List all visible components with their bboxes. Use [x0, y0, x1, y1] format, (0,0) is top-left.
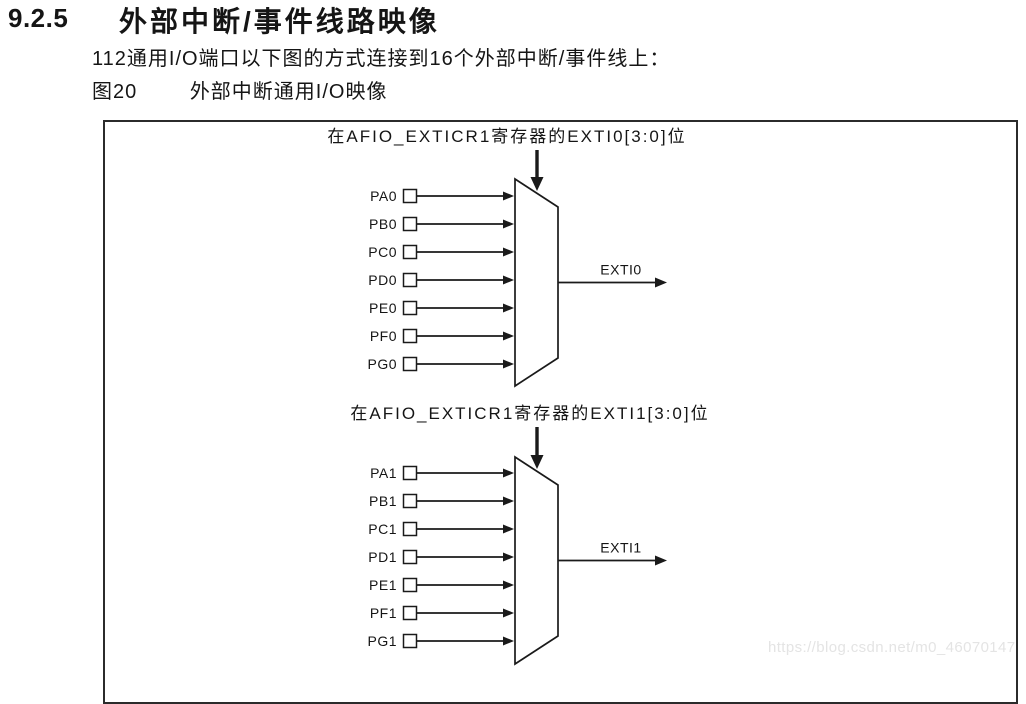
- input-row: PF1: [370, 605, 514, 621]
- figure-label: 图20: [92, 81, 138, 103]
- output-arrow: EXTI0: [558, 262, 667, 288]
- control-arrow-icon: [530, 427, 544, 469]
- signal-arrowhead-icon: [503, 524, 514, 534]
- input-row: PF0: [370, 328, 514, 344]
- port-pin-square: [402, 465, 418, 481]
- port-label: PB1: [369, 493, 397, 509]
- output-arrowhead-icon: [655, 277, 667, 288]
- port-label: PC1: [368, 521, 397, 537]
- port-label: PE0: [369, 300, 397, 316]
- port-label: PF0: [370, 328, 397, 344]
- figure-caption: 图20 外部中断通用I/O映像: [92, 75, 387, 104]
- output-label: EXTI1: [600, 540, 641, 556]
- input-row: PC0: [368, 244, 514, 260]
- port-pin-square: [402, 493, 418, 509]
- input-row: PD1: [368, 549, 514, 565]
- input-row: PG0: [367, 356, 514, 372]
- port-pin-square: [402, 300, 418, 316]
- port-pin-square: [402, 521, 418, 537]
- signal-arrowhead-icon: [503, 580, 514, 590]
- mux-diagram: 在AFIO_EXTICR1寄存器的EXTI0[3:0]位 PA0PB0PC0PD0…: [327, 127, 709, 666]
- signal-arrowhead-icon: [503, 552, 514, 562]
- control-bits-label: 在AFIO_EXTICR1寄存器的EXTI0[3:0]位: [327, 127, 686, 146]
- section-title: 外部中断/事件线路映像: [119, 6, 440, 37]
- port-label: PA0: [370, 188, 397, 204]
- signal-arrowhead-icon: [503, 359, 514, 369]
- port-label: PB0: [369, 216, 397, 232]
- port-label: PG1: [367, 633, 397, 649]
- input-row: PE1: [369, 577, 514, 593]
- input-row: PG1: [367, 633, 514, 649]
- port-label: PG0: [367, 356, 397, 372]
- port-pin-square: [402, 328, 418, 344]
- signal-arrowhead-icon: [503, 275, 514, 285]
- mux-shape: [514, 455, 559, 666]
- figure-box: https://blog.csdn.net/m0_46070147: [103, 120, 1018, 704]
- signal-arrowhead-icon: [503, 496, 514, 506]
- input-row: PB1: [369, 493, 514, 509]
- port-pin-square: [402, 549, 418, 565]
- signal-arrowhead-icon: [503, 331, 514, 341]
- body-text: 112通用I/O端口以下图的方式连接到16个外部中断/事件线上：: [92, 48, 671, 70]
- signal-arrowhead-icon: [503, 247, 514, 257]
- mux-group: 在AFIO_EXTICR1寄存器的EXTI0[3:0]位 PA0PB0PC0PD0…: [327, 127, 686, 388]
- port-pin-square: [402, 356, 418, 372]
- signal-arrowhead-icon: [503, 468, 514, 478]
- figure-title: 外部中断通用I/O映像: [189, 81, 388, 103]
- port-pin-square: [402, 216, 418, 232]
- port-label: PC0: [368, 244, 397, 260]
- port-pin-square: [402, 244, 418, 260]
- port-pin-square: [402, 272, 418, 288]
- port-label: PD1: [368, 549, 397, 565]
- port-pin-square: [402, 577, 418, 593]
- output-arrow: EXTI1: [558, 540, 667, 566]
- signal-arrowhead-icon: [503, 636, 514, 646]
- port-label: PF1: [370, 605, 397, 621]
- signal-arrowhead-icon: [503, 303, 514, 313]
- port-pin-square: [402, 605, 418, 621]
- input-row: PA0: [370, 188, 514, 204]
- mux-group: 在AFIO_EXTICR1寄存器的EXTI1[3:0]位 PA1PB1PC1PD1…: [350, 404, 709, 666]
- control-arrow-icon: [530, 150, 544, 191]
- input-row: PE0: [369, 300, 514, 316]
- output-arrowhead-icon: [655, 555, 667, 566]
- output-label: EXTI0: [600, 262, 641, 278]
- signal-arrowhead-icon: [503, 191, 514, 201]
- input-row: PB0: [369, 216, 514, 232]
- document-page: 9.2.5 外部中断/事件线路映像 112通用I/O端口以下图的方式连接到16个…: [8, 3, 1018, 704]
- port-label: PD0: [368, 272, 397, 288]
- input-row: PD0: [368, 272, 514, 288]
- input-row: PA1: [370, 465, 514, 481]
- port-label: PE1: [369, 577, 397, 593]
- port-label: PA1: [370, 465, 397, 481]
- input-row: PC1: [368, 521, 514, 537]
- signal-arrowhead-icon: [503, 608, 514, 618]
- watermark: https://blog.csdn.net/m0_46070147: [768, 639, 1016, 656]
- port-pin-square: [402, 188, 418, 204]
- mux-shape: [514, 177, 559, 388]
- port-pin-square: [402, 633, 418, 649]
- control-bits-label: 在AFIO_EXTICR1寄存器的EXTI1[3:0]位: [350, 404, 709, 423]
- section-number: 9.2.5: [8, 3, 69, 33]
- signal-arrowhead-icon: [503, 219, 514, 229]
